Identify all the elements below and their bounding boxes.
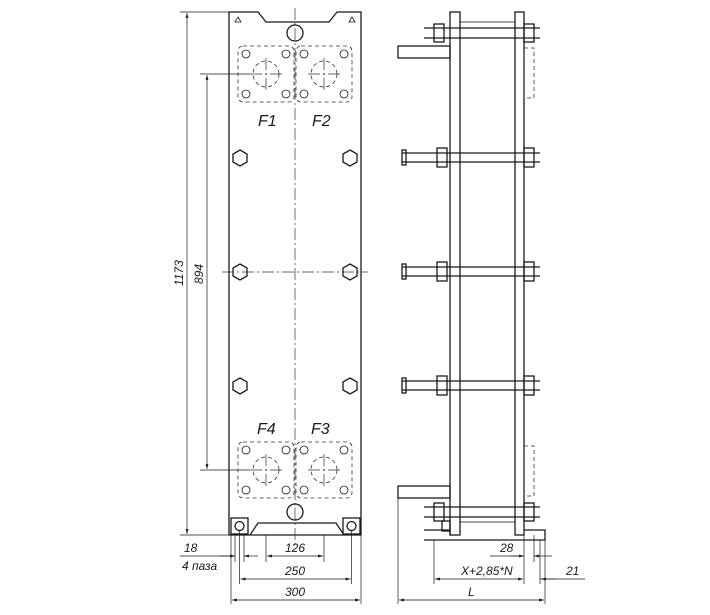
label-f2: F2 [312, 113, 331, 130]
dim-total-height: 1173 [172, 11, 229, 536]
dim-text-300: 300 [285, 585, 305, 599]
corner-mark-right [348, 16, 356, 23]
tie-bolts-side [401, 147, 540, 396]
bottom-guide-bolt [286, 503, 304, 521]
dim-bottom-front: 18 4 паза 126 250 300 [180, 531, 362, 604]
front-view: F1 F2 F4 F3 1173 894 [172, 8, 368, 604]
rear-flange-top [523, 47, 535, 99]
label-f3: F3 [311, 421, 330, 438]
nozzle-bottom [397, 485, 451, 499]
dim-text-1173: 1173 [172, 260, 186, 286]
tie-bolts-front [232, 149, 358, 395]
flange-f3 [295, 441, 353, 499]
fixed-frame-plate [449, 11, 461, 536]
dim-text-28: 28 [499, 541, 514, 555]
label-f4: F4 [257, 421, 276, 438]
dim-text-L: L [468, 585, 475, 599]
foot-bolt [441, 520, 451, 532]
dim-text-250: 250 [284, 564, 305, 578]
plate-outline [228, 11, 362, 536]
top-guide-bolt [286, 24, 304, 42]
bottom-foot-cut [249, 522, 345, 536]
dim-text-pack-length: X+2,85*N [460, 564, 513, 578]
dim-text-4-slots: 4 паза [182, 559, 217, 573]
flange-f2 [295, 45, 353, 103]
guide-bar-top [424, 23, 540, 43]
pressure-plate [514, 11, 525, 536]
nozzle-top [397, 45, 451, 59]
dim-port-vertical: 894 [192, 73, 250, 471]
dim-text-894: 894 [192, 264, 206, 284]
guide-bar-bottom [424, 502, 540, 522]
rear-flange-bottom [523, 445, 535, 497]
dim-bottom-side: 28 X+2,85*N 21 L [397, 498, 585, 604]
side-view: 28 X+2,85*N 21 L [397, 11, 585, 604]
corner-mark-left [234, 16, 242, 23]
label-f1: F1 [258, 113, 277, 130]
dim-text-126: 126 [285, 541, 305, 555]
plate-pack [459, 21, 516, 523]
dim-text-21: 21 [565, 564, 579, 578]
dim-text-18: 18 [184, 541, 198, 555]
